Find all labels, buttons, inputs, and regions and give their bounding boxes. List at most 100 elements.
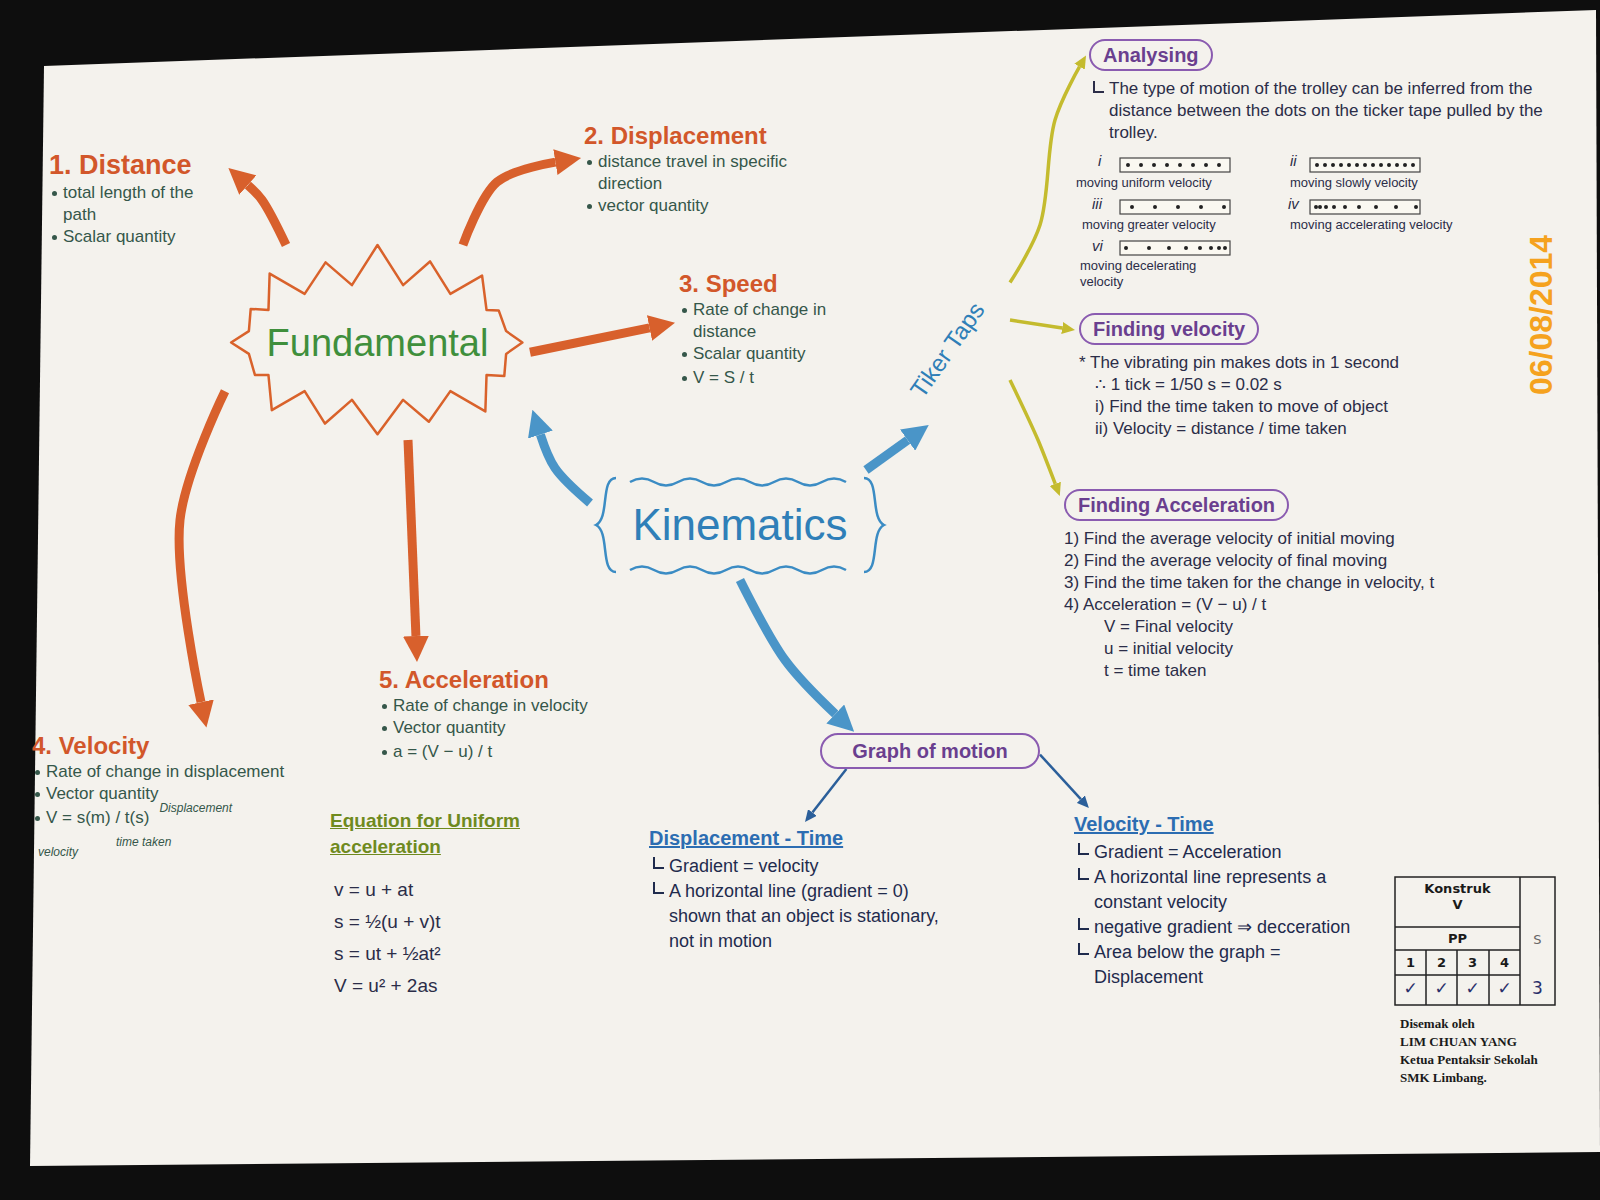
branch-label: Tiker Taps: [905, 297, 991, 403]
stamp-text: SMK Limbang.: [1400, 1069, 1487, 1086]
topic-block: 2. Displacementdistance travel in specif…: [580, 118, 820, 220]
graph-heading: Velocity - Time: [1074, 811, 1381, 837]
arrow-connector: [540, 435, 590, 503]
topic-heading: 5. Acceleration: [379, 665, 651, 695]
ticker-tape: [1120, 158, 1230, 172]
note-text: 4) Acceleration = (V − u) / t: [1064, 594, 1551, 616]
topic-block: 1. Distancetotal length of the pathScala…: [45, 145, 230, 251]
note-text: 2) Find the average velocity of final mo…: [1064, 550, 1551, 572]
note-text: total length of the path: [49, 182, 226, 226]
starburst-line: [231, 245, 522, 434]
note-text: Gradient = Acceleration: [1074, 840, 1381, 865]
cloud-heading: Finding velocity: [1079, 313, 1259, 345]
topic-heading: 3. Speed: [679, 269, 871, 299]
note-text: Scalar quantity: [49, 226, 226, 248]
ticker-tapes: [1120, 158, 1420, 255]
note-text: vector quantity: [584, 195, 816, 217]
stamp-text: LIM CHUAN YANG: [1400, 1033, 1517, 1050]
ticker-tape: [1120, 241, 1230, 255]
ticker-tape: [1310, 200, 1420, 214]
note-text: Gradient = velocity: [649, 854, 961, 879]
equation: v = u + at: [334, 878, 413, 902]
graph-section: Velocity - TimeGradient = AccelerationA …: [1070, 808, 1385, 993]
tape-caption: moving uniform velocity: [1076, 175, 1276, 191]
tape-dots: [1316, 205, 1416, 209]
note-text: i) Find the time taken to move of object: [1079, 396, 1511, 418]
note-text: ∴ 1 tick = 1/50 s = 0.02 s: [1079, 374, 1511, 396]
arrow-connector: [866, 440, 908, 470]
arrow-connector: [408, 440, 416, 636]
note-text: Vector quantity: [379, 717, 651, 739]
note-text: a = (V − u) / t: [379, 741, 492, 763]
check-mark: ✓: [1457, 977, 1488, 999]
arrow-connector: [1010, 320, 1062, 328]
stamp-text: Ketua Pentaksir Sekolah: [1400, 1051, 1538, 1068]
ticker-tape: [1120, 200, 1230, 214]
brace-line: [596, 478, 616, 572]
table-cell: 1: [1395, 955, 1426, 971]
annotation: time taken: [116, 835, 171, 849]
annotation: velocity: [38, 845, 78, 859]
note-text: Area below the graph = Displacement: [1074, 940, 1381, 990]
cloud-heading: Graph of motion: [852, 739, 1008, 763]
table-cell: 2: [1426, 955, 1457, 971]
arrow-connector: [1040, 755, 1081, 800]
note-text: Scalar quantity: [679, 343, 871, 365]
tape-dots: [1132, 205, 1224, 209]
note-text: negative gradient ⇒ decceration: [1074, 915, 1381, 940]
note-text: 1) Find the average velocity of initial …: [1064, 528, 1551, 550]
note-text: * The vibrating pin makes dots in 1 seco…: [1079, 352, 1511, 374]
note-text: The type of motion of the trolley can be…: [1089, 78, 1551, 144]
table-cell: Konstruk V: [1420, 881, 1495, 913]
item-number: iv: [1288, 195, 1299, 212]
note-text: ii) Velocity = distance / time taken: [1079, 418, 1511, 440]
graph-section: Displacement - TimeGradient = velocityA …: [645, 822, 965, 957]
item-number: iii: [1092, 195, 1102, 212]
tape-dots: [1317, 163, 1413, 167]
table-cell: 3: [1457, 955, 1488, 971]
table-cell: S: [1520, 932, 1555, 948]
equation: s = ½(u + v)t: [334, 910, 441, 934]
check-mark: ✓: [1395, 977, 1426, 999]
tape-dots: [1128, 163, 1219, 167]
brace-line: [630, 479, 846, 486]
annotation: Displacement: [159, 801, 232, 815]
check-mark: ✓: [1426, 977, 1457, 999]
table-cell: PP: [1395, 931, 1520, 947]
item-number: i: [1098, 152, 1101, 169]
cloud-section: Finding Acceleration 1) Find the average …: [1060, 486, 1555, 685]
arrow-connector: [530, 328, 650, 352]
brace-line: [864, 478, 884, 572]
ticker-tape: [1310, 158, 1420, 172]
note-text: V = Final velocity: [1064, 616, 1551, 638]
main-topic: Kinematics: [632, 499, 847, 551]
topic-block: 4. VelocityRate of change in displacemen…: [28, 728, 348, 832]
stamp-text: Disemak oleh: [1400, 1015, 1475, 1032]
stamp-table: [1395, 877, 1555, 1005]
section-heading: Equation for Uniform acceleration: [330, 808, 590, 860]
date-stamp: 06/08/2014: [1522, 235, 1560, 395]
arrow-connector: [1010, 67, 1080, 283]
table-cell: 4: [1489, 955, 1520, 971]
cloud-heading: Finding Acceleration: [1064, 489, 1289, 521]
note-text: Rate of change in distance: [679, 299, 871, 343]
stamp-table-border: [1395, 877, 1555, 1005]
note-text: u = initial velocity: [1064, 638, 1551, 660]
graph-heading: Displacement - Time: [649, 825, 961, 851]
score: 3: [1520, 977, 1555, 999]
note-text: t = time taken: [1064, 660, 1551, 682]
cloud-heading: Analysing: [1089, 39, 1213, 71]
main-topic-brace: Kinematics: [590, 470, 890, 580]
arrow-connector: [812, 769, 846, 813]
note-text: Rate of change in velocity: [379, 695, 651, 717]
arrow-connector: [179, 391, 225, 702]
topic-block: 3. SpeedRate of change in distanceScalar…: [675, 266, 875, 392]
topic-heading: 1. Distance: [49, 148, 226, 182]
note-text: 3) Find the time taken for the change in…: [1064, 572, 1551, 594]
topic-heading: 2. Displacement: [584, 121, 816, 151]
item-number: vi: [1092, 237, 1103, 254]
check-mark: ✓: [1489, 977, 1520, 999]
cloud-section: Finding velocity * The vibrating pin make…: [1075, 310, 1515, 443]
note-text: distance travel in specific direction: [584, 151, 816, 195]
tape-caption: moving decelerating velocity: [1080, 258, 1230, 290]
